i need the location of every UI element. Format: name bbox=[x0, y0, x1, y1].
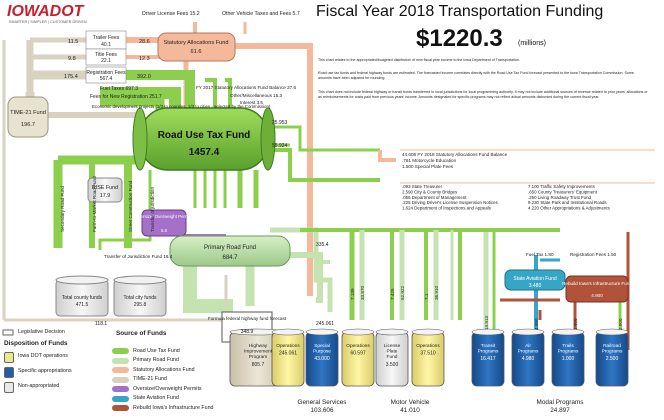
dest-cylinder bbox=[375, 331, 409, 387]
legend-swatch bbox=[112, 376, 129, 383]
total-unit: (millions) bbox=[518, 40, 546, 47]
note-2: Road use tax funds and federal highway f… bbox=[318, 71, 634, 80]
legend-swatch bbox=[4, 367, 14, 378]
legend-label: Specific appropriations bbox=[18, 368, 72, 374]
legend-label: Rebuild Iowa's Infrastructure Fund bbox=[133, 404, 214, 411]
legend-swatch bbox=[4, 352, 14, 363]
dest-cylinder bbox=[511, 331, 545, 387]
note-1: This chart relates to the appropriated/b… bbox=[318, 58, 520, 62]
total-funding: $1220.3 bbox=[416, 25, 503, 52]
dest-cylinder-top bbox=[471, 328, 505, 336]
dest-cylinder bbox=[341, 331, 375, 387]
legend-swatch bbox=[112, 395, 129, 402]
dest-cylinder-top bbox=[341, 328, 375, 336]
dest-cylinder-top bbox=[511, 328, 545, 336]
dest-cylinder-top bbox=[305, 328, 339, 336]
dest-cylinder bbox=[271, 331, 305, 387]
legend-label: State Aviation Fund bbox=[133, 395, 179, 401]
legend-label: Road Use Tax Fund bbox=[133, 347, 180, 354]
dest-cylinder-top bbox=[375, 328, 409, 336]
note-3: This chart does not include federal high… bbox=[318, 90, 648, 99]
legend-label: Iowa DOT operations bbox=[18, 353, 68, 359]
legend-disposition-title: Disposition of Funds bbox=[4, 340, 68, 347]
dest-cylinder bbox=[551, 331, 585, 387]
legend-source-title: Source of Funds bbox=[116, 330, 167, 337]
dest-cylinder bbox=[595, 331, 629, 387]
legend-swatch bbox=[112, 367, 129, 373]
logo-tagline: SMARTER | SIMPLER | CUSTOMER DRIVEN bbox=[9, 20, 87, 24]
dest-cylinder-top bbox=[271, 328, 305, 336]
dest-cylinder bbox=[305, 331, 339, 387]
dest-cylinder-top bbox=[595, 328, 629, 336]
legend-swatch bbox=[112, 405, 129, 411]
legend-swatch bbox=[112, 386, 129, 392]
legend-label: Primary Road Fund bbox=[133, 357, 179, 363]
legend-swatch bbox=[112, 357, 129, 364]
legend-swatch bbox=[4, 382, 14, 393]
dest-cylinder bbox=[411, 331, 445, 387]
legend-swatch bbox=[112, 348, 129, 354]
page-title: Fiscal Year 2018 Transportation Funding bbox=[316, 3, 604, 20]
dest-cylinder-top bbox=[411, 328, 445, 336]
dest-cylinder bbox=[471, 331, 505, 387]
legend-label: TIME-21 Fund bbox=[133, 376, 167, 382]
dest-cylinder-top bbox=[551, 328, 585, 336]
legend-label: Oversize/Overweight Permits bbox=[133, 385, 202, 392]
legend-decision: Legislative Decision bbox=[18, 329, 65, 335]
legend-label: Non-appropriated bbox=[18, 383, 60, 389]
iowa-dot-logo: IOWADOT bbox=[7, 3, 84, 20]
legend-label: Statutory Allocations Fund bbox=[133, 366, 195, 373]
